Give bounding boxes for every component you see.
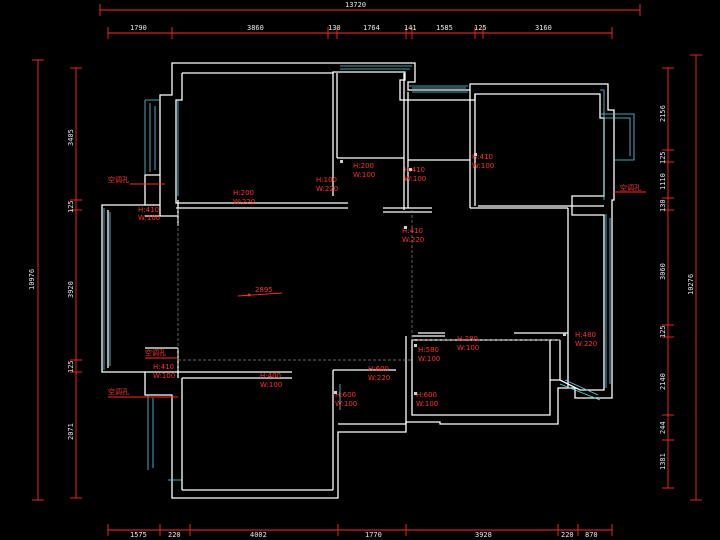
svg-text:H:600: H:600 — [416, 391, 437, 399]
center-dimension: 2895 — [237, 286, 283, 297]
ac-hole-label-3: 空调孔 — [145, 348, 166, 357]
right-dim-9: 1381 — [659, 453, 667, 470]
bottom-dim-6: 220 — [561, 531, 574, 539]
left-dim-1: 3405 — [67, 129, 75, 146]
annotation-8: H:410 W:100 — [153, 363, 175, 380]
svg-text:H:580: H:580 — [418, 346, 439, 354]
right-dimension-chain: 2156 125 1110 130 3060 125 2140 244 1381… — [659, 54, 702, 501]
annotation-1: H:410 W:100 — [138, 206, 160, 222]
right-total-dimension: 10276 — [687, 274, 695, 295]
left-dim-5: 2071 — [67, 423, 75, 440]
annotation-13: H:280 W:100 — [457, 335, 479, 352]
svg-text:H:410: H:410 — [472, 153, 493, 161]
svg-text:W:100: W:100 — [416, 400, 438, 408]
svg-text:W:100: W:100 — [472, 162, 494, 170]
svg-text:W:100: W:100 — [353, 171, 375, 179]
annotation-11: H:600 W:100 — [335, 391, 357, 408]
annotation-3: H:200 W:100 — [353, 162, 375, 179]
right-dim-8: 244 — [659, 421, 667, 434]
svg-text:H:410: H:410 — [404, 166, 425, 174]
annotation-6: H:410 W:100 — [472, 153, 494, 170]
top-dim-7: 125 — [474, 24, 487, 32]
svg-text:H:410: H:410 — [153, 363, 174, 371]
windows — [103, 65, 635, 481]
svg-text:H:480: H:480 — [575, 331, 596, 339]
left-dim-2: 125 — [67, 200, 75, 213]
bottom-dim-5: 3928 — [475, 531, 492, 539]
top-total-dimension: 13720 — [345, 1, 366, 9]
annotation-12: H:580 W:100 — [418, 346, 440, 363]
bottom-dim-3: 4002 — [250, 531, 267, 539]
ac-hole-labels: 空调孔 空调孔 空调孔 空调孔 — [108, 175, 646, 398]
svg-text:W:220: W:220 — [575, 340, 597, 348]
svg-text:W:100: W:100 — [418, 355, 440, 363]
svg-text:H:410: H:410 — [138, 206, 159, 214]
svg-text:W:100: W:100 — [260, 381, 282, 389]
svg-text:H:200: H:200 — [233, 189, 254, 197]
svg-text:H:400: H:400 — [260, 372, 281, 380]
left-dim-4: 125 — [67, 360, 75, 373]
svg-text:W:220: W:220 — [316, 185, 338, 193]
top-dim-4: 1764 — [363, 24, 380, 32]
top-dim-8: 3160 — [535, 24, 552, 32]
svg-text:W:100: W:100 — [138, 214, 160, 222]
svg-text:W:100: W:100 — [404, 175, 426, 183]
right-dim-5: 3060 — [659, 263, 667, 280]
bottom-dimension-chain: 1575 220 4002 1770 3928 220 870 — [107, 524, 613, 539]
bottom-dim-1: 1575 — [130, 531, 147, 539]
svg-text:H:200: H:200 — [353, 162, 374, 170]
ac-hole-label-1: 空调孔 — [108, 175, 129, 184]
annotation-2: H:200 W:220 — [233, 189, 255, 206]
dashed-partitions — [177, 208, 560, 370]
annotation-14: H:480 W:220 — [575, 331, 597, 348]
annotation-10: H:600 W:220 — [368, 365, 390, 382]
svg-text:H:100: H:100 — [316, 176, 337, 184]
annotation-7: H:410 W:220 — [402, 227, 424, 244]
bottom-dim-2: 220 — [168, 531, 181, 539]
top-dim-1: 1790 — [130, 24, 147, 32]
walls — [101, 62, 615, 499]
right-dim-6: 125 — [659, 325, 667, 338]
bottom-dim-7: 870 — [585, 531, 598, 539]
svg-text:W:100: W:100 — [335, 400, 357, 408]
annotation-4: H:100 W:220 — [316, 176, 338, 193]
right-dim-4: 130 — [659, 199, 667, 212]
top-dim-2: 3860 — [247, 24, 264, 32]
annotation-5: H:410 W:100 — [404, 166, 426, 183]
ac-hole-label-2: 空调孔 — [620, 183, 641, 192]
annotation-15: H:600 W:100 — [416, 391, 438, 408]
svg-text:W:220: W:220 — [233, 198, 255, 206]
bottom-dim-4: 1770 — [365, 531, 382, 539]
top-dimension-chain: 13720 1790 3860 130 1764 141 1585 125 31… — [99, 1, 641, 39]
annotation-markers — [334, 153, 566, 395]
svg-text:H:410: H:410 — [402, 227, 423, 235]
right-dim-2: 125 — [659, 151, 667, 164]
left-dim-3: 3920 — [67, 281, 75, 298]
ac-hole-label-4: 空调孔 — [108, 387, 129, 396]
svg-text:W:100: W:100 — [457, 344, 479, 352]
svg-text:W:100: W:100 — [153, 372, 175, 380]
right-dim-7: 2140 — [659, 373, 667, 390]
annotations: H:410 W:100 H:200 W:220 H:200 W:100 H:10… — [138, 153, 597, 408]
right-dim-3: 1110 — [659, 173, 667, 190]
top-dim-6: 1585 — [436, 24, 453, 32]
left-total-dimension: 10976 — [28, 269, 36, 290]
svg-text:W:220: W:220 — [368, 374, 390, 382]
svg-text:H:600: H:600 — [335, 391, 356, 399]
right-dim-1: 2156 — [659, 105, 667, 122]
annotation-9: H:400 W:100 — [260, 372, 282, 389]
left-dimension-chain: 10976 3405 125 3920 125 2071 — [28, 59, 82, 501]
svg-text:H:600: H:600 — [368, 365, 389, 373]
top-dim-5: 141 — [404, 24, 417, 32]
svg-text:H:280: H:280 — [457, 335, 478, 343]
svg-text:W:220: W:220 — [402, 236, 424, 244]
top-dim-3: 130 — [328, 24, 341, 32]
center-dimension-label: 2895 — [255, 286, 273, 294]
